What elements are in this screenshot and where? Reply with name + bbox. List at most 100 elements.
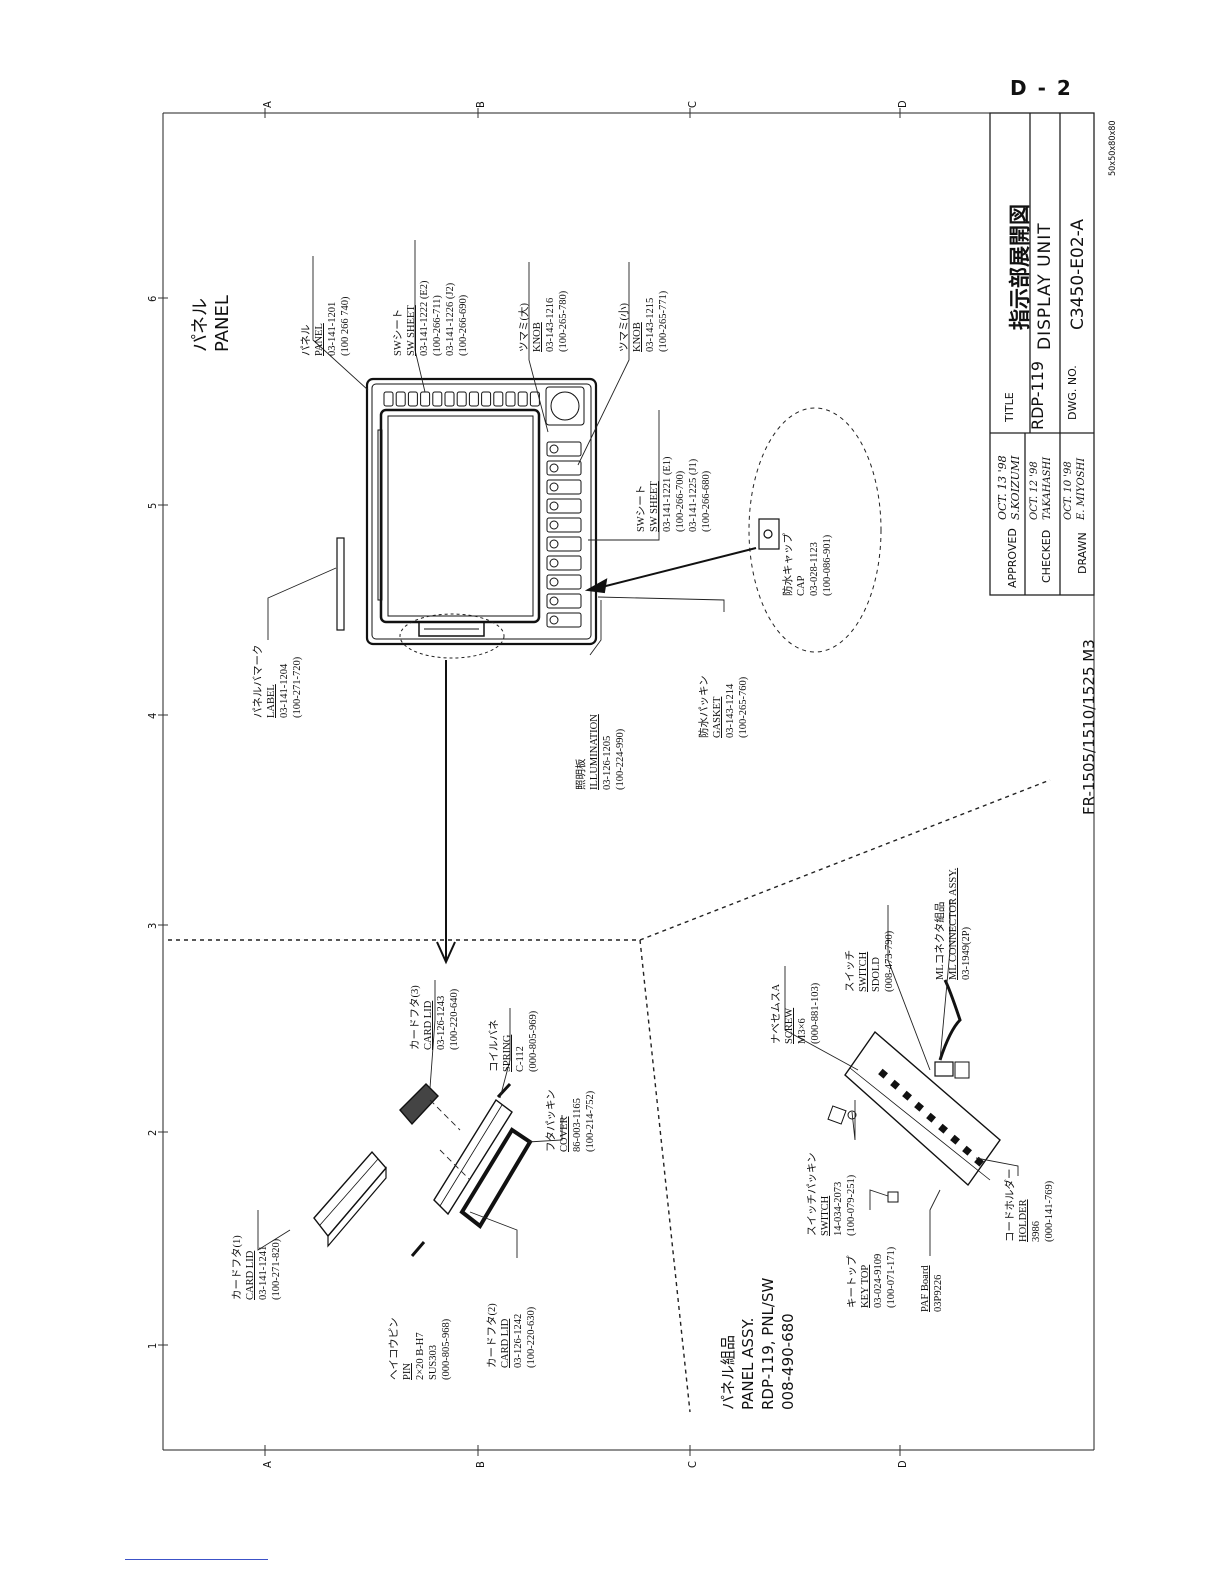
callout-card-lid-2-no: 03-126-1242 [513, 1313, 524, 1368]
zone-letter-c-bottom: C [686, 1461, 699, 1468]
side-key [546, 555, 582, 571]
callout-pin-size: 2×20 B-H7 [415, 1332, 426, 1380]
page-link-underline [125, 1559, 268, 1560]
side-key [546, 498, 582, 514]
callout-switch-sdold-name: SWITCH [858, 951, 869, 992]
callout-card-lid-2-name: CARD LID [500, 1318, 511, 1368]
callout-knob-large-code: (100-265-780) [558, 290, 569, 352]
zone-letter-b-bottom: B [474, 1461, 487, 1468]
paf-board-parts [827, 979, 970, 1203]
zone-number-5: 5 [146, 502, 159, 509]
key-row-top [383, 391, 540, 407]
callout-cover-jp: フタパッキン [546, 1089, 557, 1152]
callout-label-jp: パネルバマーク [253, 644, 264, 719]
callout-sw-sheet-top-name: SW SHEET [406, 305, 417, 356]
callout-sw-sheet-top: SWシート SW SHEET 03-141-1222 (E2) (100-266… [392, 280, 470, 356]
zone-number-4: 4 [146, 712, 159, 719]
zone-letter-d-bottom: D [896, 1460, 909, 1468]
callout-sw-sheet-side-code2: (100-266-680) [701, 470, 712, 532]
board-hole [938, 1123, 948, 1134]
callout-card-lid-2-code: (100-220-630) [526, 1306, 537, 1368]
tb-model: RDP-119 [1028, 360, 1047, 430]
callout-sw-sheet-top-code2: (100-266-690) [458, 294, 469, 356]
callout-panel-no: 03-141-1201 [327, 301, 338, 356]
callout-card-lid-3-no: 03-126-1243 [436, 995, 447, 1050]
callout-cap-name: CAP [796, 575, 807, 596]
callout-sw-sheet-top-no2: 03-141-1226 (J2) [445, 282, 456, 356]
panel-key [444, 391, 455, 407]
callout-card-lid-1-jp: カードフタ(1) [232, 1235, 243, 1300]
side-key-led [549, 577, 559, 587]
callout-label-code: (100-271-720) [292, 656, 303, 718]
side-key [546, 574, 582, 590]
callout-switch-sdold-no: SDOLD [871, 956, 882, 992]
callout-panel-name: PANEL [314, 323, 325, 356]
board-hole [890, 1079, 900, 1090]
board-hole [878, 1068, 888, 1079]
tb-title-label: TITLE [1003, 392, 1016, 422]
callout-cover-name: COVER [559, 1116, 570, 1152]
side-key [546, 536, 582, 552]
board-hole [914, 1101, 924, 1112]
side-key-led [549, 558, 559, 568]
tb-checked-name: TAKAHASHI [1042, 456, 1053, 520]
callout-illumination-no: 03-126-1205 [602, 735, 613, 790]
callout-paf-board: PAF Board 03P9226 [919, 1265, 945, 1312]
region-dividers [168, 779, 1051, 1413]
board-holes [878, 1068, 984, 1167]
tb-title-jp: 指示部展開図 [1008, 204, 1032, 330]
zone-number-3: 3 [146, 922, 159, 929]
board-hole [902, 1090, 912, 1101]
callout-screw-name: SCREW [784, 1007, 795, 1044]
callout-card-lid-3-code: (100-220-640) [449, 988, 460, 1050]
callout-sw-sheet-top-no1: 03-141-1222 (E2) [419, 280, 430, 356]
panel-key [517, 391, 528, 407]
callout-knob-small-name: KNOB [632, 322, 643, 352]
callout-sw-sheet-side-no1: 03-141-1221 (E1) [662, 456, 673, 532]
leader-lines-top [267, 240, 725, 656]
side-key-led [549, 596, 559, 606]
callout-gasket-name: GASKET [712, 696, 723, 738]
tb-drawn-name: E. MIYOSHI [1076, 457, 1087, 520]
key-column-side [546, 441, 582, 628]
callout-holder-code: (000-141-769) [1044, 1180, 1055, 1242]
callout-pin: ヘイコウピン PIN 2×20 B-H7 SUS303 (000-805-968… [388, 1317, 453, 1380]
callout-switch-sdold-code: (008-473-790) [884, 930, 895, 992]
callout-knob-small-no: 03-143-1215 [645, 297, 656, 352]
tb-title-en: DISPLAY UNIT [1035, 222, 1055, 350]
callout-cap-jp: 防水キャップ [783, 533, 794, 596]
callout-knob-small-jp: ツマミ(小) [619, 303, 630, 352]
callout-screw-jp: ナベセムスA [771, 983, 782, 1044]
callout-card-lid-3: カードフタ(3) CARD LID 03-126-1243 (100-220-6… [409, 985, 461, 1050]
panel-key [481, 391, 492, 407]
callout-sw-sheet-side-jp: SWシート [636, 484, 647, 532]
card-lid-leaders [429, 1099, 471, 1181]
callout-gasket: 防水パッキン GASKET 03-143-1214 (100-265-760) [698, 675, 750, 738]
card-lid-group [313, 1082, 533, 1257]
callout-pin-material: SUS303 [428, 1344, 439, 1380]
callout-cover-code: (100-214-752) [585, 1090, 596, 1152]
callout-ml-connector-jp: MLコネクタ組品 [935, 901, 946, 980]
callout-switch-sdold-jp: スイッチ [845, 950, 856, 992]
tb-checked-label: CHECKED [1040, 529, 1053, 583]
callout-pin-name: PIN [402, 1363, 413, 1380]
callout-pin-code: (000-805-968) [441, 1318, 452, 1380]
cap-part [758, 518, 780, 550]
callout-card-lid-2-jp: カードフタ(2) [487, 1303, 498, 1368]
assy-title-model: RDP-119, PNL/SW [759, 1277, 777, 1410]
card-lid-callout-lines [257, 980, 563, 1258]
zone-number-1: 1 [146, 1342, 159, 1349]
callout-panel-code: (100 266 740) [340, 296, 351, 357]
callout-ml-connector-no: 03-1949(2P) [961, 926, 972, 980]
illumination-detail-ring [399, 613, 505, 659]
zone-letter-c-top: C [686, 101, 699, 108]
callout-screw-code: (000-881-103) [810, 982, 821, 1044]
callout-pin-jp: ヘイコウピン [389, 1317, 400, 1380]
side-key-led [549, 444, 559, 454]
tb-dwg-label: DWG. NO. [1066, 365, 1079, 420]
panel-assembly [336, 377, 598, 646]
zone-number-2: 2 [146, 1129, 159, 1136]
assy-title: パネル組品 PANEL ASSY. RDP-119, PNL/SW 008-49… [718, 1278, 798, 1410]
callout-paf-board-no: 03P9226 [933, 1274, 944, 1312]
callout-cover-no: 86-003-1165 [572, 1098, 583, 1152]
